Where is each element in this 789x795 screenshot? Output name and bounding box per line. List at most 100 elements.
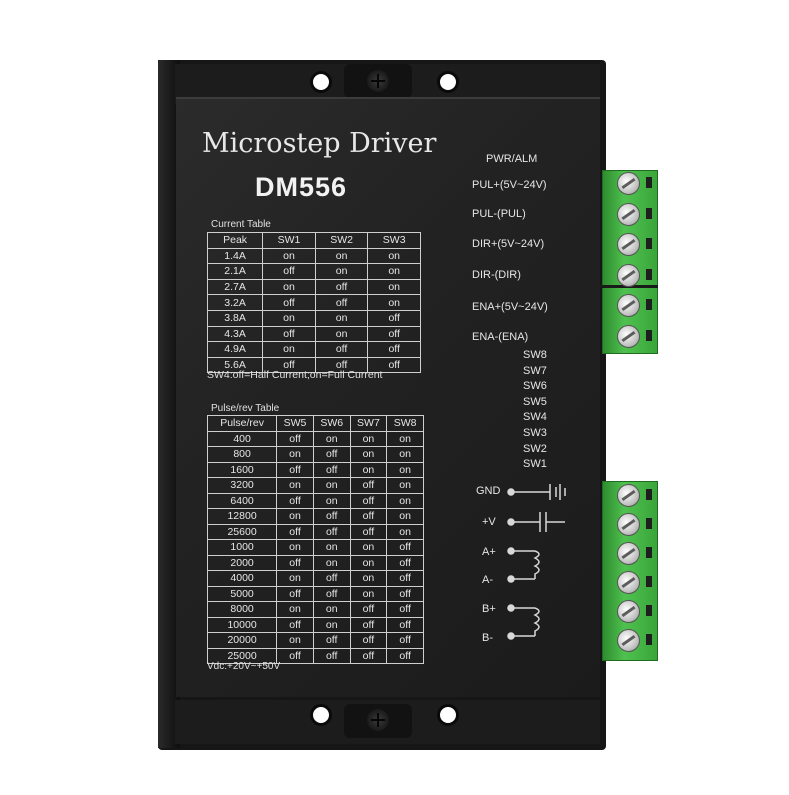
ena-minus-label: ENA-(ENA) [472, 331, 529, 343]
pulse-table-cell: 800 [206, 446, 278, 463]
pulse-table-header-cell: Pulse/rev [206, 415, 278, 432]
pulse-table-header-cell: SW5 [276, 415, 314, 432]
signal-terminal-wire-slot[interactable] [646, 268, 652, 280]
signal-terminal-screw-icon[interactable] [617, 172, 640, 195]
power-terminal-wire-slot[interactable] [646, 605, 652, 616]
pulse-table-cell: on [276, 601, 314, 618]
pulse-table-cell: 10000 [206, 616, 278, 633]
pulse-table-cell: off [276, 554, 314, 571]
pulse-table-cell: 2000 [206, 554, 278, 571]
pulse-table-cell: on [276, 477, 314, 494]
supply-voltage-label: Vdc:+20V~+50V [207, 661, 281, 672]
pulse-table-cell: on [312, 601, 351, 618]
pulse-table-cell: off [312, 461, 351, 478]
pulse-table-cell: 20000 [206, 632, 278, 649]
power-terminal-wire-slot[interactable] [646, 634, 652, 645]
power-terminal-wire-slot[interactable] [646, 576, 652, 587]
current-table-cell: 2.1A [206, 263, 264, 280]
mounting-hole-bottom-left [310, 704, 332, 726]
signal-terminal-screw-icon[interactable] [617, 294, 640, 317]
pulse-table-cell: off [386, 554, 424, 571]
b-minus-label: B- [482, 632, 493, 644]
power-terminal-screw-icon[interactable] [617, 600, 640, 623]
signal-terminal-screw-icon[interactable] [617, 233, 640, 256]
mounting-hole-top-right [437, 71, 459, 93]
pulse-table-cell: 12800 [206, 508, 278, 525]
pulse-table-cell: off [349, 647, 388, 664]
pulse-table-cell: on [386, 477, 424, 494]
signal-terminal-wire-slot[interactable] [646, 207, 652, 219]
gnd-label: GND [476, 485, 501, 497]
pulse-table-cell: off [349, 616, 388, 633]
signal-terminal-wire-slot[interactable] [646, 177, 652, 188]
top-screw-icon [367, 70, 389, 92]
current-table-cell: off [262, 263, 316, 280]
pulse-table-cell: 1600 [206, 461, 278, 478]
pulse-table-cell: on [386, 430, 424, 447]
pulse-table-cell: on [349, 585, 388, 602]
current-table-cell: on [314, 309, 369, 327]
current-table-caption: Current Table [211, 219, 271, 230]
current-table-cell: off [314, 294, 369, 311]
current-table-header-cell: SW3 [367, 232, 421, 249]
signal-terminal-screw-icon[interactable] [617, 202, 640, 226]
pulse-table-cell: off [386, 601, 424, 618]
signal-terminal-wire-slot[interactable] [646, 329, 652, 341]
current-table-cell: on [367, 278, 421, 296]
pulse-table-cell: 25600 [206, 523, 278, 540]
pulse-table-cell: off [349, 492, 388, 509]
signal-terminal-screw-icon[interactable] [617, 263, 640, 287]
dip-switch-label: SW8 [523, 349, 547, 361]
current-table-cell: on [262, 309, 316, 327]
pulse-table-cell: off [276, 647, 314, 664]
pulse-table-cell: off [386, 632, 424, 649]
power-terminal-screw-icon[interactable] [617, 513, 640, 536]
power-terminal-screw-icon[interactable] [617, 484, 640, 507]
power-terminal-wire-slot[interactable] [646, 547, 652, 558]
pulse-table-cell: off [312, 523, 351, 540]
power-terminal-screw-icon[interactable] [617, 629, 640, 652]
current-table-cell: off [367, 325, 421, 343]
power-terminal-wire-slot[interactable] [646, 489, 652, 500]
coil-a-icon [533, 550, 540, 579]
pulse-table-cell: 25000 [206, 647, 278, 664]
power-terminal-screw-icon[interactable] [617, 571, 640, 594]
power-terminal-screw-icon[interactable] [617, 542, 640, 565]
signal-terminal-wire-slot[interactable] [646, 238, 652, 249]
pulse-table-cell: off [349, 601, 388, 618]
pulse-table-cell: on [276, 446, 314, 463]
dir-plus-label: DIR+(5V~24V) [472, 238, 545, 250]
signal-terminal-screw-icon[interactable] [617, 324, 640, 348]
pulse-table-cell: off [386, 539, 424, 556]
signal-terminal-block [602, 170, 658, 354]
power-terminal-wire-slot[interactable] [646, 518, 652, 529]
left-heatsink-edge [158, 60, 180, 748]
signal-terminal-wire-slot[interactable] [646, 299, 652, 310]
pulse-table-cell: off [276, 461, 314, 478]
current-table-cell: on [314, 325, 369, 343]
current-table-cell: 2.7A [206, 278, 264, 296]
pulse-table-cell: on [312, 492, 351, 509]
current-table-cell: on [314, 263, 369, 280]
pulse-table-header-cell: SW7 [349, 415, 388, 432]
current-table-cell: 4.9A [206, 341, 264, 358]
pulse-table-cell: off [386, 647, 424, 664]
current-table-cell: 4.3A [206, 325, 264, 343]
pulse-table-cell: on [276, 632, 314, 649]
pul-minus-label: PUL-(PUL) [472, 208, 526, 220]
mounting-hole-top-left [310, 71, 332, 93]
wiring-schematic [507, 484, 566, 640]
dip-switch-label: SW3 [523, 427, 547, 439]
pulse-table-cell: off [386, 570, 424, 587]
